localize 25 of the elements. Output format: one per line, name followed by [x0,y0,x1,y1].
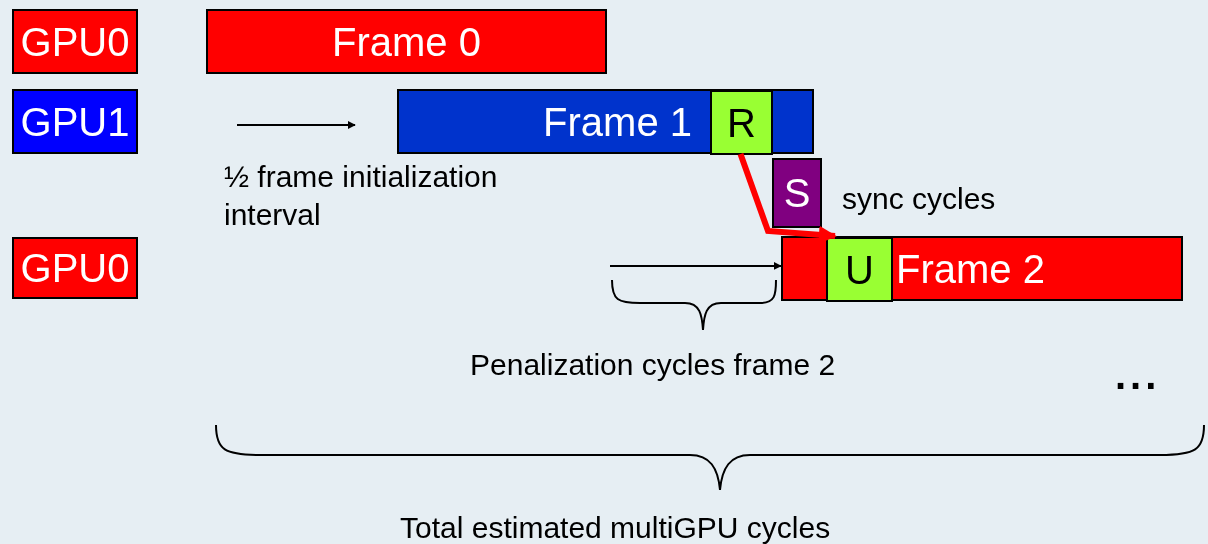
sync-block [772,158,822,228]
frame-bar [397,89,814,154]
block-label: GPU0 [20,248,130,288]
ellipsis: ... [1115,352,1161,399]
frame-bar [781,236,1183,301]
block-label: S [783,173,811,213]
annotation-text: ½ frame initialization interval [224,159,499,233]
block-label: GPU0 [20,21,130,62]
annotation-text: Total estimated multiGPU cycles [400,510,831,544]
gpu-label-box [12,9,138,74]
arrow [609,261,782,270]
gpu-label-box [12,237,138,299]
frame-bar [206,9,607,74]
render-block [710,90,773,155]
block-label: Frame 2 [896,248,1045,289]
arrow [737,153,837,244]
annotation-text: Penalization cycles frame 2 [470,347,836,383]
block-label: R [727,102,756,143]
update-block [826,237,893,302]
block-label: Frame 1 [543,101,692,142]
block-label: U [845,249,874,290]
block-label: GPU1 [20,101,130,142]
gpu-label-box [12,89,138,154]
block-label: Frame 0 [332,21,481,62]
node-caption: sync cycles [842,181,996,217]
